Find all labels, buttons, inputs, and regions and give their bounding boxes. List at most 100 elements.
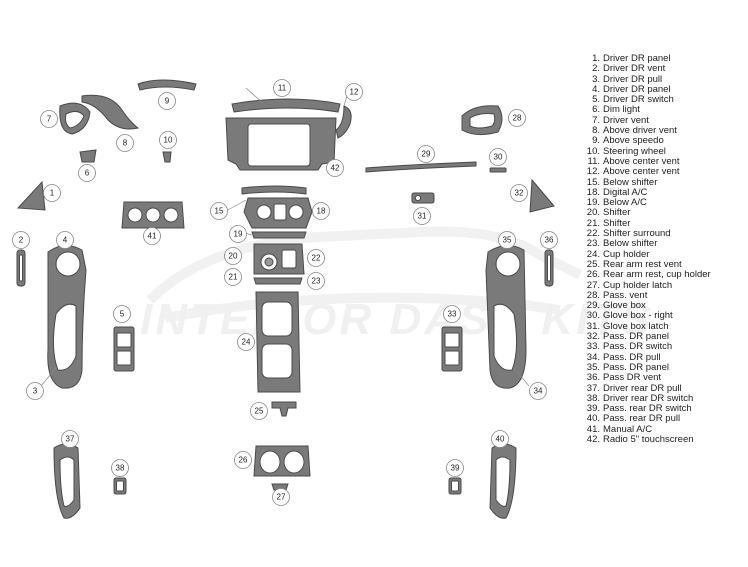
callout-7: 7 xyxy=(40,110,58,128)
part-8 xyxy=(81,94,140,130)
legend-item: 2.Driver DR vent xyxy=(586,63,746,75)
part-15 xyxy=(241,185,307,195)
callout-number: 19 xyxy=(234,230,243,239)
part-3 xyxy=(52,303,77,371)
part-24-cup-a xyxy=(261,301,293,337)
callout-number: 35 xyxy=(503,236,512,245)
part-25 xyxy=(271,401,297,417)
callouts: 1 2 3 4 5 6 7 8 9 10 11 12 15 18 19 20 2… xyxy=(12,79,558,506)
callout-1: 1 xyxy=(43,184,61,202)
callout-circle xyxy=(224,247,242,265)
legend-item: 18.Digital A/C xyxy=(586,186,746,198)
callout-circle xyxy=(43,184,61,202)
legend-item-label: Steering wheel xyxy=(603,145,666,157)
legend-item: 3.Driver DR pull xyxy=(586,73,746,85)
part-1 xyxy=(16,180,46,211)
callout-number: 36 xyxy=(545,236,554,245)
legend-item-label: Shifter xyxy=(603,217,631,229)
legend-item-label: Glove box - right xyxy=(603,310,673,322)
callout-number: 37 xyxy=(66,435,75,444)
legend-item: 32.Pass. DR panel xyxy=(586,331,746,343)
callout-29: 29 xyxy=(417,145,435,163)
callout-circle xyxy=(78,164,96,182)
callout-circle xyxy=(26,382,44,400)
legend-item-label: Dim light xyxy=(603,104,640,116)
callout-number: 5 xyxy=(120,310,125,319)
callout-39: 39 xyxy=(446,459,464,477)
callout-3: 3 xyxy=(26,382,44,400)
legend-item: 10.Steering wheel xyxy=(586,145,746,157)
callout-circle xyxy=(250,402,268,420)
legend-item: 21.Shifter xyxy=(586,217,746,229)
part-26-cup-b xyxy=(283,450,305,474)
legend-item-number: 9. xyxy=(592,135,600,147)
legend-item-number: 1. xyxy=(592,53,600,64)
legend-item: 41.Manual A/C xyxy=(586,424,746,435)
legend-item: 25.Rear arm rest vent xyxy=(586,258,746,270)
callout-circle xyxy=(111,459,129,477)
part-42-screen xyxy=(247,123,311,167)
callout-number: 20 xyxy=(229,252,238,261)
legend-item-label: Pass. DR pull xyxy=(603,351,661,363)
callout-20: 20 xyxy=(224,247,242,265)
legend-item-number: 25. xyxy=(586,258,600,270)
callout-circle xyxy=(113,305,131,323)
part-23 xyxy=(253,277,303,285)
callout-number: 28 xyxy=(513,114,522,123)
part-29 xyxy=(365,161,477,173)
part-41-knob-c xyxy=(163,207,179,223)
legend-item: 11.Above center vent xyxy=(586,156,746,167)
legend-item-label: Driver DR vent xyxy=(603,63,666,75)
legend-item: 39.Pass. rear DR switch xyxy=(586,403,746,414)
part-38-slot xyxy=(116,480,124,492)
callout-number: 30 xyxy=(494,153,503,162)
callout-21: 21 xyxy=(224,268,242,286)
callout-31: 31 xyxy=(413,207,431,225)
callout-number: 15 xyxy=(215,207,224,216)
callout-number: 23 xyxy=(312,277,321,286)
part-2-slot xyxy=(19,254,23,282)
legend-item-label: Below shifter xyxy=(603,176,658,188)
legend-item-label: Pass. DR panel xyxy=(603,331,670,343)
callout-circle xyxy=(307,249,325,267)
legend-item-number: 7. xyxy=(592,114,600,126)
callout-number: 2 xyxy=(19,236,24,245)
legend-item-number: 19. xyxy=(586,197,600,209)
callout-number: 7 xyxy=(47,115,52,124)
callout-number: 9 xyxy=(165,97,170,106)
callout-11: 11 xyxy=(273,79,291,97)
callout-30: 30 xyxy=(489,148,507,166)
callout-number: 41 xyxy=(148,232,157,241)
legend-item-label: Pass. DR switch xyxy=(603,341,673,353)
part-5-slot-a xyxy=(116,332,132,348)
legend-item: 36.Pass DR vent xyxy=(586,372,746,383)
callout-circle xyxy=(345,83,363,101)
legend-item-label: Driver DR panel xyxy=(603,53,671,64)
legend-item-label: Digital A/C xyxy=(603,186,648,198)
part-31-hole xyxy=(415,195,421,201)
callout-4: 4 xyxy=(56,231,74,249)
callout-number: 6 xyxy=(85,169,90,178)
part-18-display xyxy=(273,203,287,221)
legend-item-label: Glove box xyxy=(603,300,646,312)
legend-item-number: 8. xyxy=(592,125,600,137)
callout-circle xyxy=(489,148,507,166)
callout-12: 12 xyxy=(345,83,363,101)
legend-item-label: Above driver vent xyxy=(603,125,677,137)
callout-circle xyxy=(61,430,79,448)
part-32 xyxy=(529,178,555,213)
callout-15: 15 xyxy=(210,202,228,220)
callout-41: 41 xyxy=(143,227,161,245)
legend-item: 8.Above driver vent xyxy=(586,125,746,137)
legend-item-label: Rear arm rest vent xyxy=(603,258,682,270)
part-9 xyxy=(137,79,197,91)
legend-item-label: Above speedo xyxy=(603,135,664,147)
legend-item: 24.Cup holder xyxy=(586,249,746,260)
legend-item-label: Pass. vent xyxy=(603,289,648,301)
callout-number: 24 xyxy=(242,338,251,347)
watermark-text: INTERIOR DASH KITS xyxy=(140,295,654,344)
legend-item: 33.Pass. DR switch xyxy=(586,341,746,353)
callout-6: 6 xyxy=(78,164,96,182)
legend-item-label: Driver DR pull xyxy=(603,73,663,85)
callout-circle xyxy=(12,231,30,249)
